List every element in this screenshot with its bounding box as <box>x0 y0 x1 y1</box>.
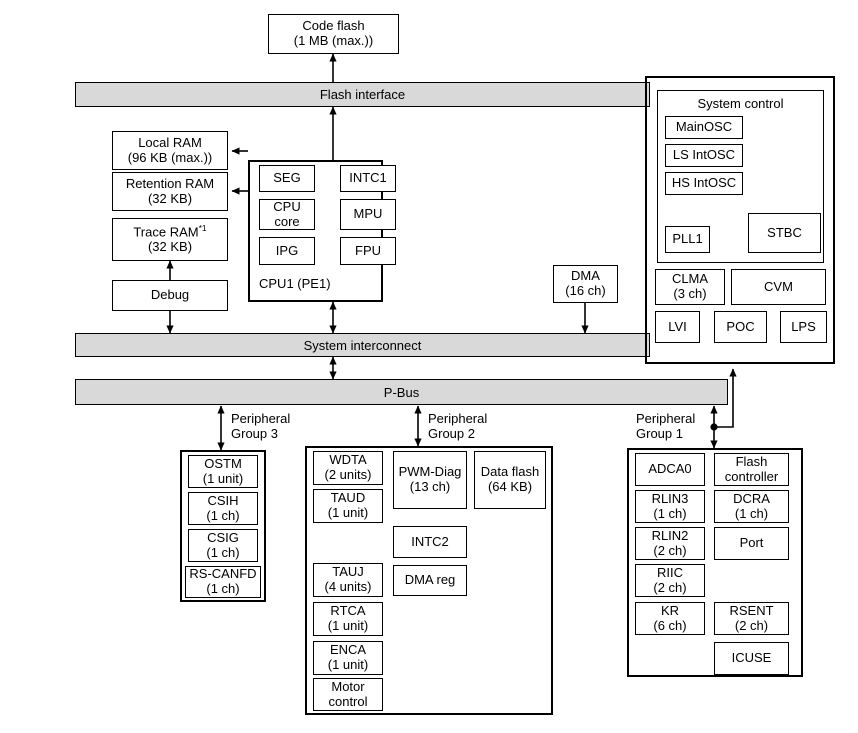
pg2-block-intc2: INTC2 <box>393 526 467 558</box>
dma-block: DMA (16 ch) <box>553 265 618 303</box>
system-control-inner-frame <box>657 90 824 263</box>
pg2-block-wdta: WDTA (2 units) <box>313 451 383 485</box>
cpu-block-intc1: INTC1 <box>340 165 396 192</box>
cpu-block-seg: SEG <box>259 165 315 192</box>
p-bus: P-Bus <box>75 379 728 405</box>
pg1-block-rlin3: RLIN3 (1 ch) <box>635 490 705 523</box>
trace-ram-block: Trace RAM*1 (32 KB) <box>112 218 228 261</box>
pg3-block-csih: CSIH (1 ch) <box>188 492 258 525</box>
pg3-block-csig: CSIG (1 ch) <box>188 529 258 562</box>
pg1-block-riic: RIIC (2 ch) <box>635 564 705 597</box>
trace-ram-size: (32 KB) <box>147 239 193 255</box>
trace-ram-footnote-marker: *1 <box>198 223 207 234</box>
system-interconnect-bus: System interconnect <box>75 333 650 357</box>
pg1-block-dcra: DCRA (1 ch) <box>714 490 789 523</box>
wire-junction-dot <box>710 423 718 431</box>
cpu-block-fpu: FPU <box>340 237 396 265</box>
cpu-block-ipg: IPG <box>259 237 315 265</box>
peripheral-group-1-container <box>627 448 803 677</box>
pg2-block-taud: TAUD (1 unit) <box>313 489 383 523</box>
pg2-block-tauj: TAUJ (4 units) <box>313 563 383 597</box>
pg1-block-flash-controller: Flash controller <box>714 453 789 486</box>
system-control-block-lps: LPS <box>780 311 827 343</box>
system-control-title: System control <box>697 96 784 111</box>
code-flash-block: Code flash (1 MB (max.)) <box>268 14 399 54</box>
system-control-block-cvm: CVM <box>731 269 826 305</box>
local-ram-block: Local RAM (96 KB (max.)) <box>112 131 228 170</box>
system-control-block-poc: POC <box>714 311 767 343</box>
system-control-block-stbc: STBC <box>748 213 821 253</box>
peripheral-group-3-label: Peripheral Group 3 <box>231 411 291 441</box>
pg1-block-rlin2: RLIN2 (2 ch) <box>635 527 705 560</box>
debug-block: Debug <box>112 280 228 311</box>
pg1-block-adca0: ADCA0 <box>635 453 705 486</box>
trace-ram-label: Trace RAM*1 <box>133 223 207 240</box>
system-control-container <box>645 76 835 364</box>
pg1-block-icuse: ICUSE <box>714 642 789 675</box>
peripheral-group-3-container <box>180 450 266 602</box>
peripheral-group-2-container <box>305 446 553 715</box>
pg2-block-motor-control: Motor control <box>313 678 383 711</box>
pg2-block-enca: ENCA (1 unit) <box>313 641 383 675</box>
peripheral-group-1-label: Peripheral Group 1 <box>636 411 696 441</box>
pg2-block-pwm-diag: PWM-Diag (13 ch) <box>393 451 467 509</box>
pg3-block-rs-canfd: RS-CANFD (1 ch) <box>185 566 261 598</box>
pg1-block-kr: KR (6 ch) <box>635 602 705 635</box>
pg2-block-dma-reg: DMA reg <box>393 565 467 596</box>
system-control-block-mainosc: MainOSC <box>665 116 743 139</box>
system-control-block-ls-intosc: LS IntOSC <box>665 144 743 167</box>
system-control-block-hs-intosc: HS IntOSC <box>665 172 743 195</box>
cpu-block-cpu-core: CPU core <box>259 199 315 230</box>
system-control-block-clma: CLMA (3 ch) <box>655 269 725 305</box>
cpu1-container <box>248 160 383 302</box>
pg1-block-port: Port <box>714 527 789 560</box>
cpu-block-mpu: MPU <box>340 199 396 230</box>
pg1-block-rsent: RSENT (2 ch) <box>714 602 789 635</box>
system-control-block-lvi: LVI <box>655 311 700 343</box>
peripheral-group-2-label: Peripheral Group 2 <box>428 411 488 441</box>
pg3-block-ostm: OSTM (1 unit) <box>188 455 258 488</box>
system-control-block-pll1: PLL1 <box>665 226 710 253</box>
pg2-block-rtca: RTCA (1 unit) <box>313 602 383 636</box>
retention-ram-block: Retention RAM (32 KB) <box>112 172 228 211</box>
cpu1-caption: CPU1 (PE1) <box>259 276 331 291</box>
flash-interface-bus: Flash interface <box>75 82 650 107</box>
pg2-block-data-flash: Data flash (64 KB) <box>474 451 546 509</box>
